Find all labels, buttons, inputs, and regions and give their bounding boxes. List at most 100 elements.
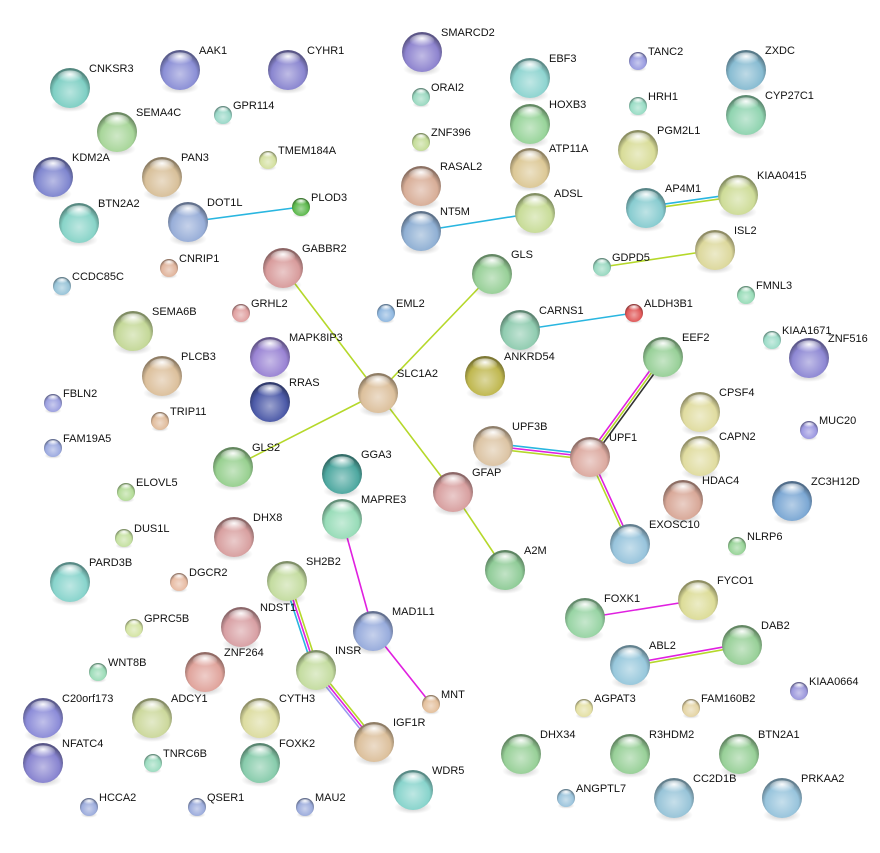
node-nfatc4[interactable]: NFATC4 bbox=[23, 738, 103, 787]
node-pan3[interactable]: PAN3 bbox=[142, 152, 209, 201]
node-hoxb3[interactable]: HOXB3 bbox=[510, 99, 586, 148]
node-label[interactable]: TANC2 bbox=[648, 46, 683, 58]
node-mau2[interactable]: MAU2 bbox=[296, 792, 346, 818]
node-eml2[interactable]: EML2 bbox=[377, 298, 425, 324]
node-hcca2[interactable]: HCCA2 bbox=[80, 792, 136, 818]
node-mapre3[interactable]: MAPRE3 bbox=[322, 494, 406, 543]
node-qser1[interactable]: QSER1 bbox=[188, 792, 244, 818]
node-label[interactable]: CNKSR3 bbox=[89, 63, 134, 75]
node-label[interactable]: CNRIP1 bbox=[179, 253, 219, 265]
node-label[interactable]: TNRC6B bbox=[163, 748, 207, 760]
node-cyp27c1[interactable]: CYP27C1 bbox=[726, 90, 814, 139]
node-wnt8b[interactable]: WNT8B bbox=[89, 657, 147, 683]
node-dab2[interactable]: DAB2 bbox=[722, 620, 790, 669]
node-ccdc85c[interactable]: CCDC85C bbox=[53, 271, 124, 297]
node-label[interactable]: DAB2 bbox=[761, 620, 790, 632]
node-label[interactable]: KDM2A bbox=[72, 152, 111, 164]
node-label[interactable]: AAK1 bbox=[199, 45, 227, 57]
node-sema4c[interactable]: SEMA4C bbox=[97, 107, 181, 156]
node-fam160b2[interactable]: FAM160B2 bbox=[682, 693, 755, 719]
node-label[interactable]: FMNL3 bbox=[756, 280, 792, 292]
node-fbln2[interactable]: FBLN2 bbox=[44, 388, 97, 414]
node-insr[interactable]: INSR bbox=[296, 645, 361, 694]
node-label[interactable]: GFAP bbox=[472, 467, 501, 479]
node-igf1r[interactable]: IGF1R bbox=[354, 717, 425, 766]
node-adsl[interactable]: ADSL bbox=[515, 188, 583, 237]
node-label[interactable]: R3HDM2 bbox=[649, 729, 694, 741]
node-gabbr2[interactable]: GABBR2 bbox=[263, 243, 347, 292]
node-gdpd5[interactable]: GDPD5 bbox=[593, 252, 650, 278]
node-label[interactable]: C20orf173 bbox=[62, 693, 113, 705]
node-label[interactable]: PLCB3 bbox=[181, 351, 216, 363]
node-label[interactable]: SEMA6B bbox=[152, 306, 197, 318]
node-mapk8ip3[interactable]: MAPK8IP3 bbox=[250, 332, 343, 381]
node-label[interactable]: MAPK8IP3 bbox=[289, 332, 343, 344]
node-gls2[interactable]: GLS2 bbox=[213, 442, 280, 491]
node-label[interactable]: FAM160B2 bbox=[701, 693, 755, 705]
node-label[interactable]: INSR bbox=[335, 645, 361, 657]
node-label[interactable]: CCDC85C bbox=[72, 271, 124, 283]
node-label[interactable]: CARNS1 bbox=[539, 305, 584, 317]
node-rasal2[interactable]: RASAL2 bbox=[401, 161, 482, 210]
node-tanc2[interactable]: TANC2 bbox=[629, 46, 683, 72]
node-label[interactable]: CYTH3 bbox=[279, 693, 315, 705]
node-znf516[interactable]: ZNF516 bbox=[789, 333, 868, 382]
node-label[interactable]: ANGPTL7 bbox=[576, 783, 626, 795]
node-foxk1[interactable]: FOXK1 bbox=[565, 593, 640, 642]
node-label[interactable]: CAPN2 bbox=[719, 431, 756, 443]
node-label[interactable]: CC2D1B bbox=[693, 773, 736, 785]
node-cyhr1[interactable]: CYHR1 bbox=[268, 45, 344, 94]
node-ap4m1[interactable]: AP4M1 bbox=[626, 183, 701, 232]
node-label[interactable]: FAM19A5 bbox=[63, 433, 111, 445]
node-label[interactable]: ZXDC bbox=[765, 45, 795, 57]
node-gls[interactable]: GLS bbox=[472, 249, 533, 298]
node-label[interactable]: HRH1 bbox=[648, 91, 678, 103]
node-mad1l1[interactable]: MAD1L1 bbox=[353, 606, 435, 655]
node-label[interactable]: BTN2A1 bbox=[758, 729, 800, 741]
node-label[interactable]: TRIP11 bbox=[170, 406, 206, 418]
node-plod3[interactable]: PLOD3 bbox=[292, 192, 347, 218]
node-label[interactable]: GABBR2 bbox=[302, 243, 347, 255]
node-label[interactable]: NFATC4 bbox=[62, 738, 103, 750]
node-atp11a[interactable]: ATP11A bbox=[510, 143, 589, 192]
edge-GLS-SLC1A2[interactable] bbox=[377, 273, 493, 394]
node-gpr114[interactable]: GPR114 bbox=[214, 100, 274, 126]
node-aak1[interactable]: AAK1 bbox=[160, 45, 227, 94]
node-hrh1[interactable]: HRH1 bbox=[629, 91, 678, 117]
node-fam19a5[interactable]: FAM19A5 bbox=[44, 433, 111, 459]
node-capn2[interactable]: CAPN2 bbox=[680, 431, 756, 480]
node-label[interactable]: FBLN2 bbox=[63, 388, 97, 400]
node-nlrp6[interactable]: NLRP6 bbox=[728, 531, 782, 557]
node-label[interactable]: ZC3H12D bbox=[811, 476, 860, 488]
node-muc20[interactable]: MUC20 bbox=[800, 415, 856, 441]
node-sh2b2[interactable]: SH2B2 bbox=[267, 556, 341, 605]
node-label[interactable]: GDPD5 bbox=[612, 252, 650, 264]
node-label[interactable]: NLRP6 bbox=[747, 531, 782, 543]
node-dgcr2[interactable]: DGCR2 bbox=[170, 567, 228, 593]
node-label[interactable]: ANKRD54 bbox=[504, 351, 555, 363]
node-rras[interactable]: RRAS bbox=[250, 377, 320, 426]
node-label[interactable]: MUC20 bbox=[819, 415, 856, 427]
node-smarcd2[interactable]: SMARCD2 bbox=[402, 27, 495, 76]
node-label[interactable]: FYCO1 bbox=[717, 575, 754, 587]
node-label[interactable]: MNT bbox=[441, 689, 465, 701]
node-label[interactable]: WDR5 bbox=[432, 765, 464, 777]
node-gfap[interactable]: GFAP bbox=[433, 467, 501, 516]
node-orai2[interactable]: ORAI2 bbox=[412, 82, 464, 108]
node-label[interactable]: PLOD3 bbox=[311, 192, 347, 204]
node-prkaa2[interactable]: PRKAA2 bbox=[762, 773, 844, 822]
node-label[interactable]: BTN2A2 bbox=[98, 198, 140, 210]
node-label[interactable]: DGCR2 bbox=[189, 567, 228, 579]
node-label[interactable]: PAN3 bbox=[181, 152, 209, 164]
node-zc3h12d[interactable]: ZC3H12D bbox=[772, 476, 860, 525]
node-foxk2[interactable]: FOXK2 bbox=[240, 738, 315, 787]
node-kiaa0415[interactable]: KIAA0415 bbox=[718, 170, 807, 219]
node-cpsf4[interactable]: CPSF4 bbox=[680, 387, 754, 436]
node-label[interactable]: CYP27C1 bbox=[765, 90, 814, 102]
node-label[interactable]: DUS1L bbox=[134, 523, 169, 535]
node-label[interactable]: HDAC4 bbox=[702, 475, 739, 487]
node-label[interactable]: ORAI2 bbox=[431, 82, 464, 94]
node-nt5m[interactable]: NT5M bbox=[401, 206, 470, 255]
node-label[interactable]: EEF2 bbox=[682, 332, 710, 344]
node-label[interactable]: MAPRE3 bbox=[361, 494, 406, 506]
